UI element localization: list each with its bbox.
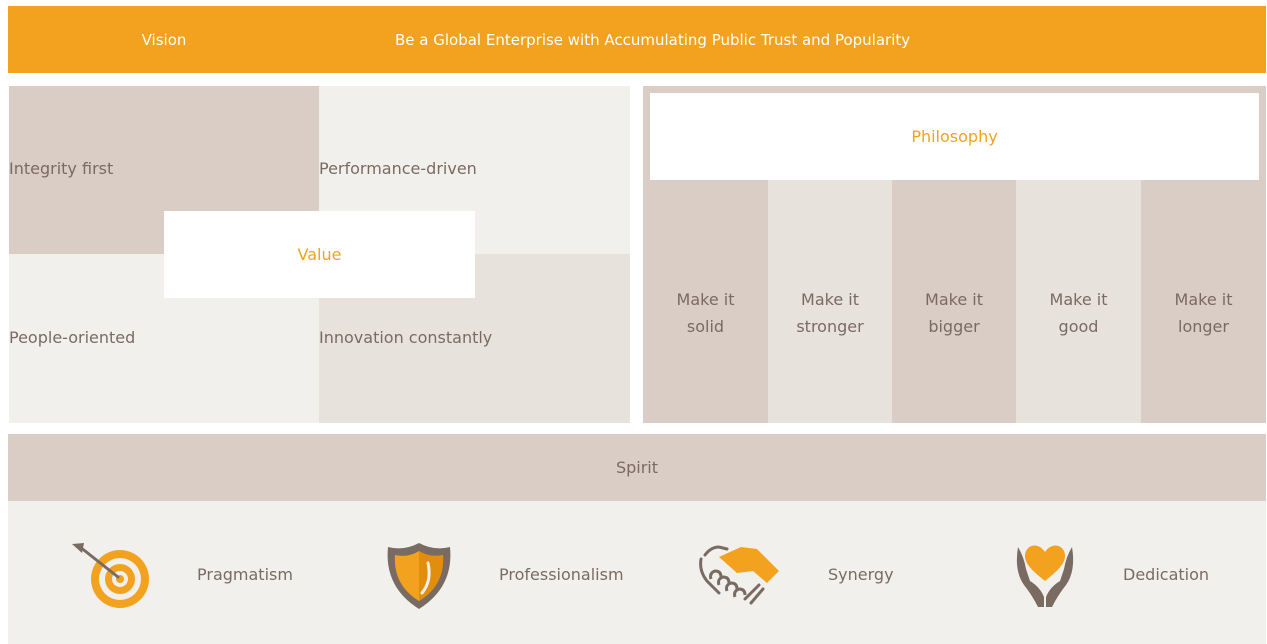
philosophy-column-bigger: Make it bigger — [892, 180, 1016, 423]
heart-hands-icon — [1012, 541, 1078, 611]
spirit-title: Spirit — [8, 434, 1266, 501]
philosophy-column-good: Make it good — [1016, 180, 1141, 423]
value-quadrant-label: Integrity first — [9, 159, 114, 178]
value-quadrant-label: Innovation constantly — [319, 328, 493, 347]
value-quadrant-label: People-oriented — [9, 328, 136, 347]
spirit-label-synergy: Synergy — [828, 565, 894, 584]
philosophy-title: Philosophy — [650, 93, 1259, 180]
philosophy-column-line1: Make it — [1049, 290, 1108, 309]
philosophy-column-stronger: Make it stronger — [768, 180, 892, 423]
shield-icon — [384, 541, 454, 611]
philosophy-column-longer: Make it longer — [1141, 180, 1266, 423]
spirit-panel — [8, 501, 1266, 644]
value-title: Value — [164, 211, 475, 298]
handshake-icon — [697, 541, 781, 607]
target-icon — [70, 540, 154, 610]
spirit-label-professionalism: Professionalism — [499, 565, 624, 584]
philosophy-column-line2: stronger — [796, 317, 864, 336]
vision-statement: Be a Global Enterprise with Accumulating… — [395, 30, 911, 49]
philosophy-column-line1: Make it — [1174, 290, 1233, 309]
philosophy-column-line1: Make it — [925, 290, 983, 309]
philosophy-column-line2: solid — [686, 317, 725, 336]
philosophy-column-line1: Make it — [676, 290, 735, 309]
spirit-label-dedication: Dedication — [1123, 565, 1210, 584]
philosophy-column-line2: bigger — [928, 317, 980, 336]
vision-label: Vision — [141, 30, 187, 49]
vision-bar — [8, 6, 1266, 73]
philosophy-column-solid: Make it solid — [643, 180, 768, 423]
philosophy-column-line2: good — [1058, 317, 1099, 336]
philosophy-column-line1: Make it — [801, 290, 859, 309]
spirit-label-pragmatism: Pragmatism — [197, 565, 293, 584]
value-quadrant-label: Performance-driven — [319, 159, 477, 178]
philosophy-column-line2: longer — [1178, 317, 1229, 336]
